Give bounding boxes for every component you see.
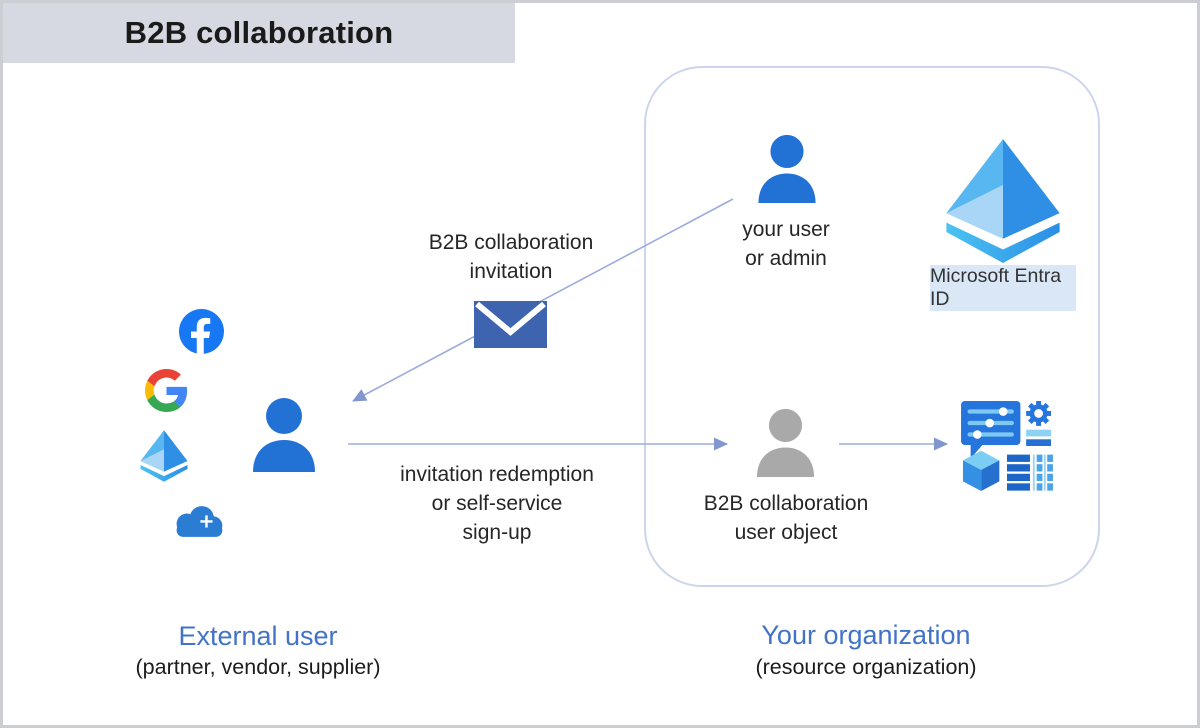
external-user-subtitle: (partner, vendor, supplier) <box>135 655 381 679</box>
table-icon <box>1007 454 1053 491</box>
entra-id-badge: Microsoft Entra ID <box>930 265 1076 311</box>
external-user-icon <box>253 398 315 472</box>
facebook-icon <box>179 309 224 354</box>
google-icon <box>145 369 188 412</box>
b2b-user-object-icon <box>756 408 815 477</box>
entra-pyramid-icon <box>140 430 188 482</box>
redemption-label: invitation redemption or self-service si… <box>400 463 594 544</box>
title-banner: B2B collaboration <box>3 3 515 63</box>
your-organization-subtitle: (resource organization) <box>755 655 977 679</box>
chat-settings-icon <box>961 401 1021 459</box>
cloud-account-icon <box>176 506 223 537</box>
user-object-label: B2B collaboration user object <box>703 492 869 544</box>
cube-icon <box>962 450 1000 491</box>
apps-icons <box>961 401 1053 491</box>
external-user-title: External user <box>178 621 338 651</box>
envelope-icon <box>474 301 547 348</box>
invitation-label: B2B collaboration invitation <box>428 231 594 283</box>
entra-id-badge-label: Microsoft Entra ID <box>930 265 1062 310</box>
entra-logo <box>946 139 1060 263</box>
your-user-icon <box>758 134 816 203</box>
your-organization-title: Your organization <box>761 620 971 650</box>
page-title: B2B collaboration <box>124 15 394 50</box>
your-user-label: your user or admin <box>742 218 830 270</box>
gear-icon <box>1026 401 1052 446</box>
